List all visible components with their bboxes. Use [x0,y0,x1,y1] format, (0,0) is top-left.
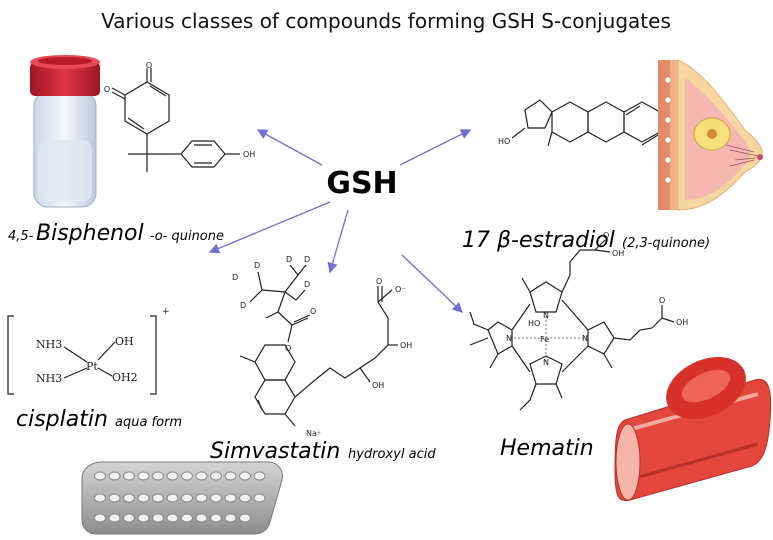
pill-blister [195,471,208,481]
pill-blister [210,513,222,523]
hematin-fe: Fe [540,335,549,344]
bisphenol-suffix: -o- quinone [150,229,224,244]
pill-blister [166,471,179,481]
diagram-title: Various classes of compounds forming GSH… [101,9,671,33]
pill-blister [108,471,121,481]
pill-blister [195,513,208,523]
bisphenol-oh: OH [243,150,255,159]
pill-blister [210,471,222,481]
simva-o-acid: O [376,277,382,286]
cisplatin-nh3-bottom: NH3 [36,372,62,385]
gsh-hub-label: GSH [326,166,397,201]
pill-blister [94,471,106,481]
hematin-n-left: N [506,334,512,343]
hematin-o-1: O [603,231,609,240]
pill-blister [210,493,222,503]
breast-illustration [658,59,763,211]
pill-blister [224,493,237,503]
hematin-oh-1: OH [612,249,624,258]
simva-oh-2: OH [372,381,384,390]
simva-o-minus: O⁻ [395,285,406,294]
hematin-structure: Fe HO N N N N O OH O OH [469,231,688,411]
pill-blister [195,493,208,503]
pill-blister [94,513,106,523]
simva-d-2: D [232,273,238,282]
bisphenol-name: Bisphenol [36,221,144,246]
hematin-n-right: N [582,334,588,343]
simvastatin-structure: D D D D D D O O O O⁻ OH OH Na⁺ [232,255,412,438]
pill-blister [166,513,179,523]
simva-d-1: D [254,261,260,270]
simva-o-ester: O [285,344,291,353]
pill-blister [181,493,193,503]
pill-blister [137,493,150,503]
pill-blister [253,493,266,503]
hematin-oh-2: OH [676,318,688,327]
pill-blister [152,471,164,481]
arrow-to-cisplatin [208,201,331,254]
estradiol-suffix: (2,3-quinone) [622,236,710,251]
pill-blister [239,493,251,503]
bisphenol-o-left: O [104,85,110,94]
bisphenol-o-top: O [146,61,152,70]
sample-tube-illustration [30,55,100,208]
hematin-n-top: N [543,311,549,320]
bisphenol-prefix: 4,5- [8,229,34,244]
estradiol-name: 17 β-estradiol [462,228,615,253]
bisphenol-structure: O O OH [104,61,255,172]
pill-blister [123,513,135,523]
simva-d-3: D [240,301,246,310]
cisplatin-pt: Pt [86,360,98,373]
simvastatin-suffix: hydroxyl acid [348,447,436,462]
estradiol-ho: HO [498,137,510,146]
arrow-to-bisphenol [256,129,323,166]
pill-blister [181,471,193,481]
estradiol-structure: O O HO [498,99,679,147]
cisplatin-nh3-top: NH3 [36,338,62,351]
pill-blister [152,513,164,523]
simva-d-5: D [304,255,310,264]
pill-blister [239,513,251,523]
pill-blister [108,493,121,503]
arrow-to-simvastatin [327,209,349,274]
hematin-n-bottom: N [543,358,549,367]
arrow-to-estradiol [399,129,472,166]
simva-oh-1: OH [400,341,412,350]
arrow-to-hematin [401,254,463,313]
pill-blister [253,471,266,481]
pill-blister [123,471,135,481]
cisplatin-name: cisplatin [16,407,108,432]
pill-blister [239,471,251,481]
pill-blister [137,471,150,481]
cisplatin-oh2: OH2 [112,371,138,384]
pill-blister [166,493,179,503]
cisplatin-structure: + NH3 NH3 Pt OH OH2 [7,307,170,395]
pill-blister [137,513,150,523]
blood-vessel-illustration [614,357,772,502]
simva-d-6: D [304,280,310,289]
pill-blister [108,513,121,523]
arrows [208,129,472,313]
simva-na-plus: Na⁺ [306,429,321,438]
simva-d-4: D [286,255,292,264]
pill-pack-illustration [81,461,283,535]
hematin-o-2: O [659,296,665,305]
simvastatin-name: Simvastatin [210,439,340,464]
hematin-name: Hematin [500,436,594,461]
cisplatin-oh: OH [115,335,134,348]
pill-blister [94,493,106,503]
pill-blister [123,493,135,503]
pill-blister [224,513,237,523]
cisplatin-charge: + [162,307,170,317]
pill-blister [152,493,164,503]
cisplatin-suffix: aqua form [115,415,182,430]
hematin-ho: HO [528,319,540,328]
pill-blister [181,513,193,523]
simva-o-carbonyl: O [310,307,316,316]
pill-blister [224,471,237,481]
